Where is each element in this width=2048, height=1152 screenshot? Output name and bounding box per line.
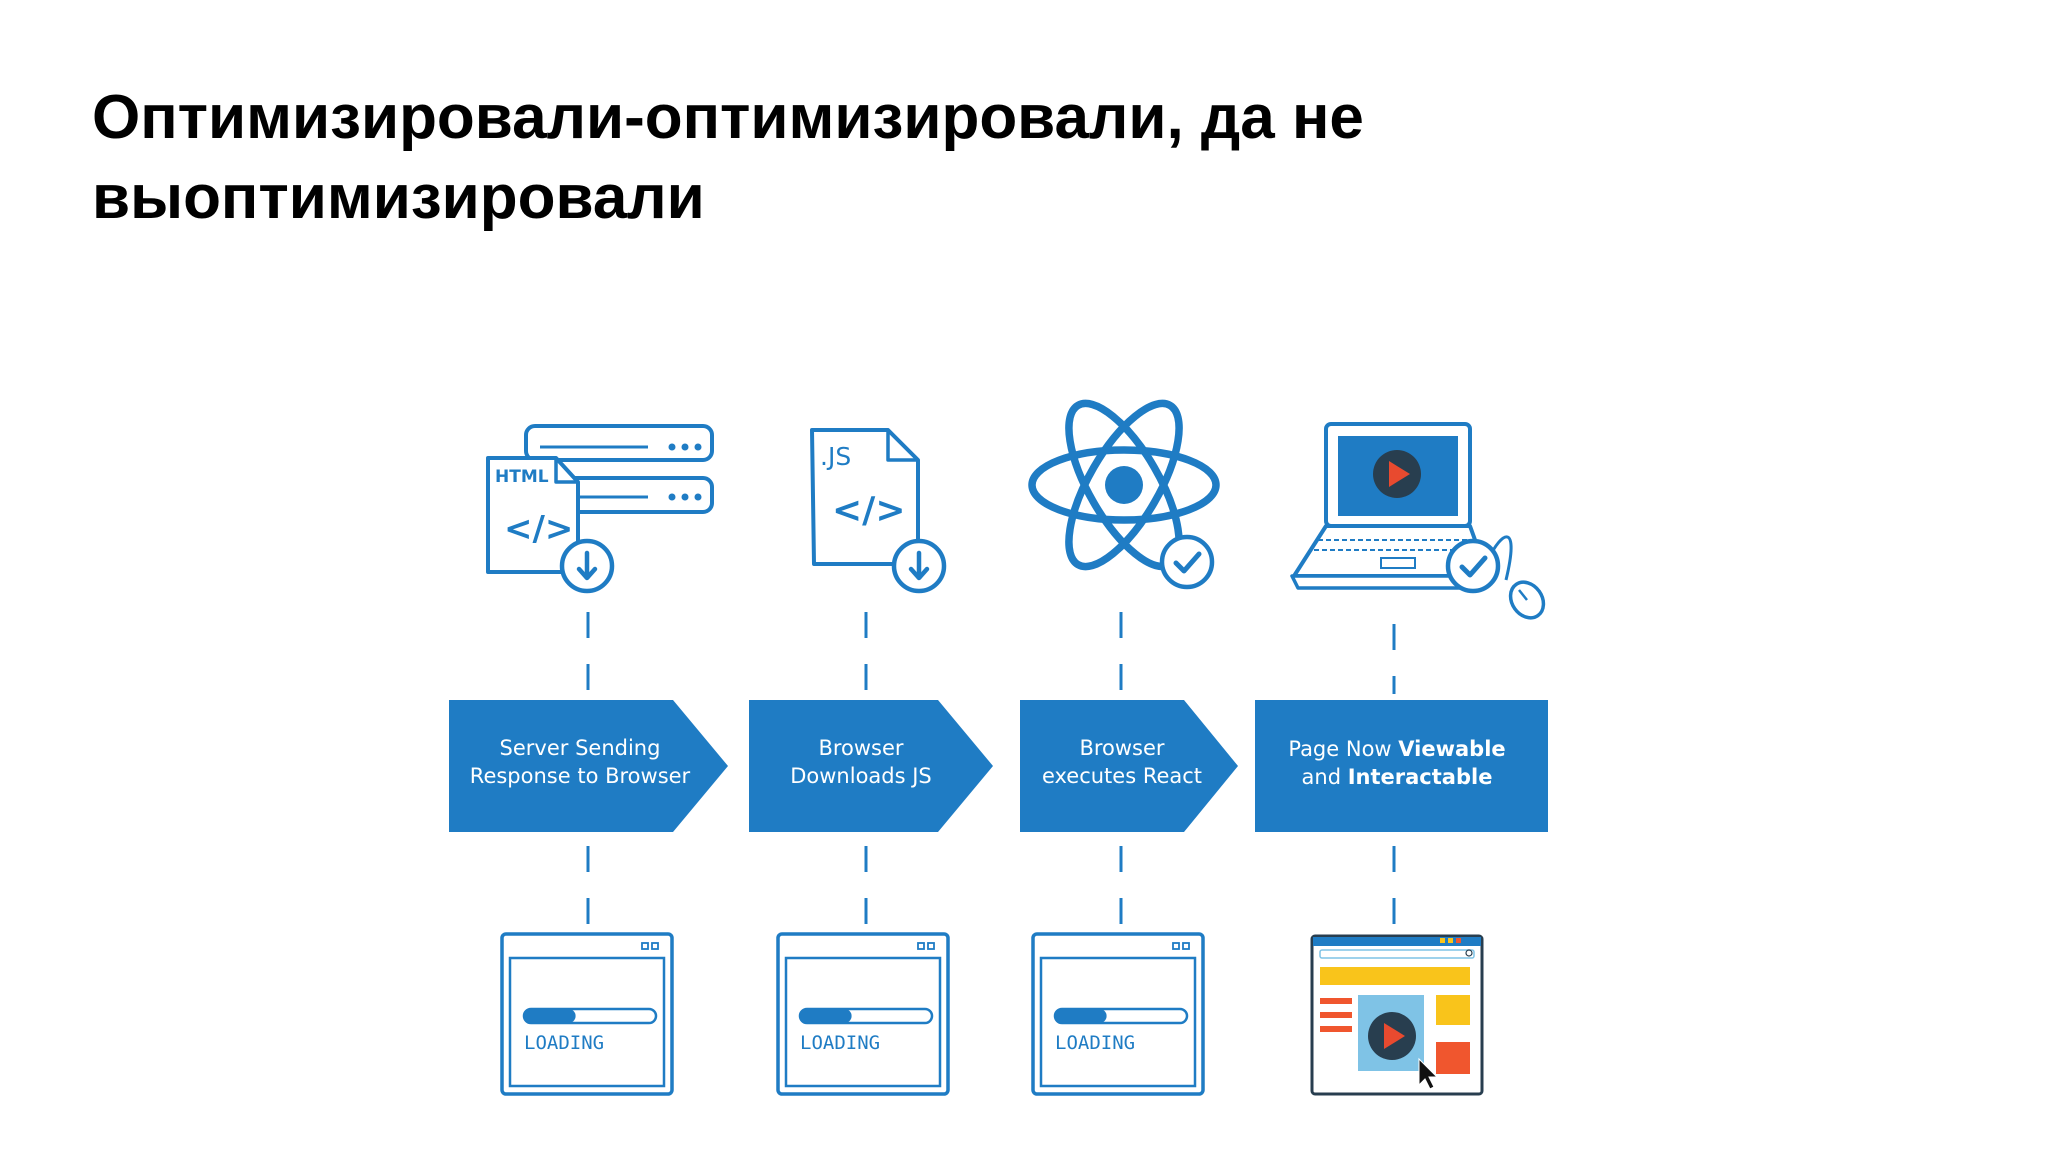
step-2-line-2: Downloads JS: [790, 764, 932, 788]
step-1-line-2: Response to Browser: [470, 764, 691, 788]
step-4-chevron: Page Now Viewable and Interactable: [1255, 700, 1548, 832]
loading-progress-fill-3: [1055, 1009, 1107, 1023]
step-2-line-2-part-1: Downloads JS: [790, 764, 932, 788]
html-label: HTML: [495, 467, 549, 487]
step-3-line-2-part-1: executes React: [1042, 764, 1202, 788]
js-label: .JS: [820, 442, 851, 471]
loading-windows: LOADING LOADING LOADING: [500, 932, 1205, 1096]
loading-window-2: LOADING: [776, 932, 950, 1096]
html-code-glyph: </>: [504, 509, 573, 549]
step-1-line-2-part-1: Response to Browser: [470, 764, 691, 788]
step-1-line-1: Server Sending: [500, 736, 661, 760]
loading-window-1: LOADING: [500, 932, 674, 1096]
loading-label-2: LOADING: [800, 1032, 880, 1054]
step-2-line-1-part-1: Browser: [818, 736, 903, 760]
loading-label-3: LOADING: [1055, 1032, 1135, 1054]
step-3-chevron: Browser executes React: [1020, 700, 1238, 832]
step-2-line-1: Browser: [818, 736, 903, 760]
loading-progress-fill-1: [524, 1009, 576, 1023]
dashed-connectors: [586, 612, 1396, 926]
react-atom-icon: [1028, 399, 1220, 587]
step-1-line-1-part-1: Server Sending: [500, 736, 661, 760]
html-document-server-icon: HTML </>: [486, 424, 714, 591]
step-4-line-2-part-2: Interactable: [1348, 765, 1493, 789]
step-4-line-1-part-1: Page Now: [1288, 737, 1398, 761]
step-4-line-1: Page Now Viewable: [1288, 737, 1505, 761]
step-4-line-2: and Interactable: [1302, 765, 1493, 789]
step-chevrons: Server Sending Response to Browser Brows…: [449, 700, 1548, 832]
slide-title-line-1: Оптимизировали-оптимизировали, да не: [92, 83, 1364, 152]
js-document-download-icon: .JS </>: [810, 428, 944, 591]
slide-title-line-2: выоптимизировали: [92, 163, 705, 232]
step-1-chevron: Server Sending Response to Browser: [449, 700, 728, 832]
loading-label-1: LOADING: [524, 1032, 604, 1054]
loading-window-3: LOADING: [1031, 932, 1205, 1096]
step-3-line-1-part-1: Browser: [1079, 736, 1164, 760]
loading-progress-fill-2: [800, 1009, 852, 1023]
step-3-line-1: Browser: [1079, 736, 1164, 760]
laptop-play-icon: [1290, 422, 1546, 620]
step-4-line-2-part-1: and: [1302, 765, 1348, 789]
js-code-glyph: </>: [832, 490, 905, 531]
step-3-line-2: executes React: [1042, 764, 1202, 788]
step-2-chevron: Browser Downloads JS: [749, 700, 993, 832]
step-4-line-1-part-2: Viewable: [1398, 737, 1505, 761]
slide-title: Оптимизировали-оптимизировали, да не выо…: [92, 78, 1592, 238]
rendered-page-window: [1310, 934, 1484, 1096]
